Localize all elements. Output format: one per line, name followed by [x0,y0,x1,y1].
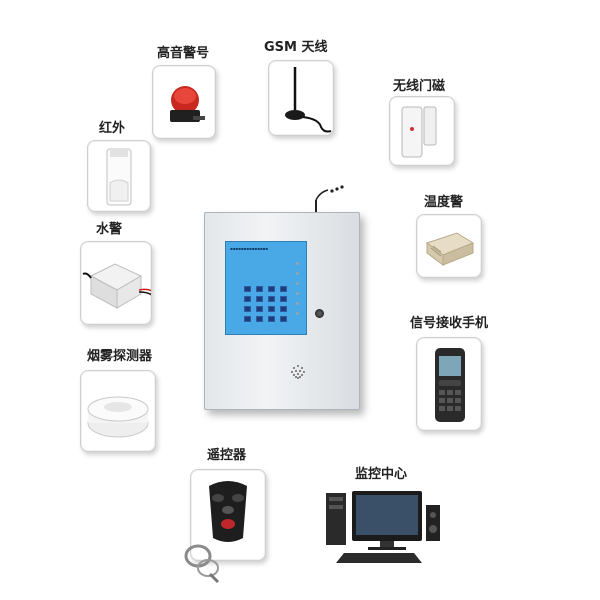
panel-led [296,272,299,275]
label-smoke: 烟雾探测器 [87,349,153,364]
siren-icon [170,86,205,122]
smoke-tile [80,370,156,452]
panel-key [280,306,287,312]
panel-lock-icon [315,309,324,318]
infrared-sensor-icon [106,148,132,206]
panel-key [268,306,275,312]
phone-tile [416,337,482,431]
panel-key [268,286,275,292]
panel-led [296,282,299,285]
panel-key [244,296,251,302]
label-monitor: 监控中心 [355,467,408,482]
panel-key [244,306,251,312]
water-sensor-icon [82,263,151,309]
panel-key [244,286,251,292]
mobile-phone-icon [435,348,465,422]
label-temperature: 温度警 [424,195,464,210]
computer-monitor-icon [326,491,440,563]
panel-brand-text: ▪▪▪▪▪▪▪▪▪▪▪▪▪▪ [230,246,268,251]
water-tile [80,241,152,325]
label-phone: 信号接收手机 [410,316,489,331]
label-water: 水警 [96,222,123,237]
panel-key [256,286,263,292]
smoke-detector-icon [87,396,149,438]
panel-key [244,316,251,322]
keyring-icon [184,544,220,584]
door-sensor-icon [401,106,437,158]
temperature-tile [416,214,482,278]
label-wireless-door: 无线门磁 [393,79,446,94]
gsm-antenna-tile [268,60,334,136]
alarm-control-panel: ▪▪▪▪▪▪▪▪▪▪▪▪▪▪ [204,212,360,410]
antenna-icon [285,67,332,133]
panel-key [280,316,287,322]
panel-key [268,316,275,322]
panel-key [256,306,263,312]
wireless-door-tile [389,96,455,166]
infrared-tile [87,140,151,212]
label-infrared: 红外 [99,121,126,136]
label-remote: 遥控器 [207,448,247,463]
panel-display: ▪▪▪▪▪▪▪▪▪▪▪▪▪▪ [225,241,307,335]
remote-control-icon [209,481,247,542]
panel-speaker-icon [289,363,307,381]
panel-led [296,312,299,315]
panel-key [280,286,287,292]
signal-waves-icon [306,182,346,216]
temperature-sensor-icon [425,232,475,266]
panel-key [256,316,263,322]
siren-tile [152,65,216,139]
panel-led [296,262,299,265]
panel-key [280,296,287,302]
panel-led [296,292,299,295]
remote-tile [190,469,266,561]
label-gsm-antenna: GSM 天线 [264,40,328,55]
panel-key [268,296,275,302]
panel-key [256,296,263,302]
label-siren: 高音警号 [157,46,210,61]
panel-led [296,302,299,305]
